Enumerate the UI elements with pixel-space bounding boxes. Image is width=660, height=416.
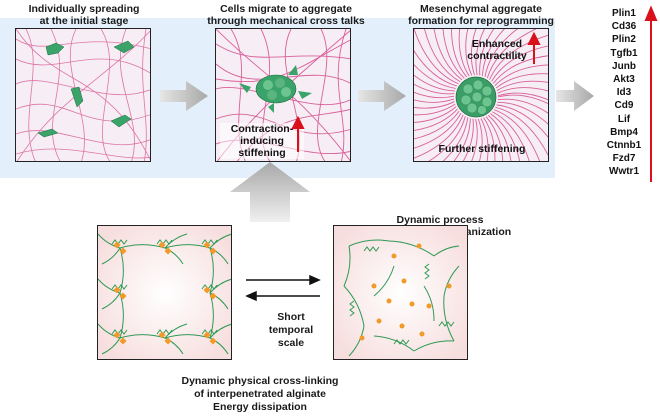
gene-label: Akt3: [613, 74, 635, 85]
stage-2-label: Cells migrate to aggregate through mecha…: [207, 3, 365, 27]
stage-1-panel: [15, 28, 151, 162]
short-temporal-scale-label: Short temporal scale: [268, 311, 314, 349]
bottom-caption: Dynamic physical cross-linking of interp…: [181, 375, 339, 413]
stage-2-inner-label: Contraction- inducing stiffening: [220, 123, 304, 159]
stage-3-inner-label-bottom: Further stiffening: [438, 143, 526, 155]
stage-3-label: Mesenchymal aggregate formation for repr…: [408, 3, 554, 27]
dissociated-network-panel: [333, 225, 468, 360]
stage-3-panel: Enhanced contractility Further stiffenin…: [413, 28, 549, 162]
mesenchymal-aggregate: [455, 76, 497, 118]
gene-label: Cd9: [614, 100, 634, 112]
stage-1-label: Individually spreading at the initial st…: [28, 3, 140, 27]
fiber-network-1: [16, 29, 150, 161]
gene-label: Junb: [612, 60, 636, 72]
gene-label: Ctnnb1: [606, 140, 642, 151]
gene-label: Wwtr1: [609, 166, 639, 178]
fiber-network-3: [414, 29, 548, 161]
crosslinked-network-panel: [97, 225, 232, 360]
stage-2-panel: Contraction- inducing stiffening: [215, 28, 351, 162]
gene-label: Lif: [617, 113, 631, 125]
gene-label: Fzd7: [612, 153, 636, 165]
crosslinked-network: [98, 226, 231, 359]
cell-icons: [37, 40, 135, 138]
reverse-arrow: [245, 290, 320, 302]
arrow-stage-3-to-genes: [556, 81, 594, 111]
dissociated-network: [334, 226, 467, 359]
gene-label: Cd36: [611, 21, 637, 33]
gene-label: Bmp4: [610, 126, 638, 138]
gene-label: Plin1: [612, 8, 636, 19]
gene-label: Id3: [616, 87, 632, 99]
gene-label: Plin2: [612, 34, 636, 46]
gene-label: Tgfb1: [610, 47, 638, 59]
cell-cluster: [239, 65, 312, 113]
stage-3-inner-label-top: Enhanced contractility: [467, 38, 527, 62]
forward-arrow: [246, 274, 321, 286]
